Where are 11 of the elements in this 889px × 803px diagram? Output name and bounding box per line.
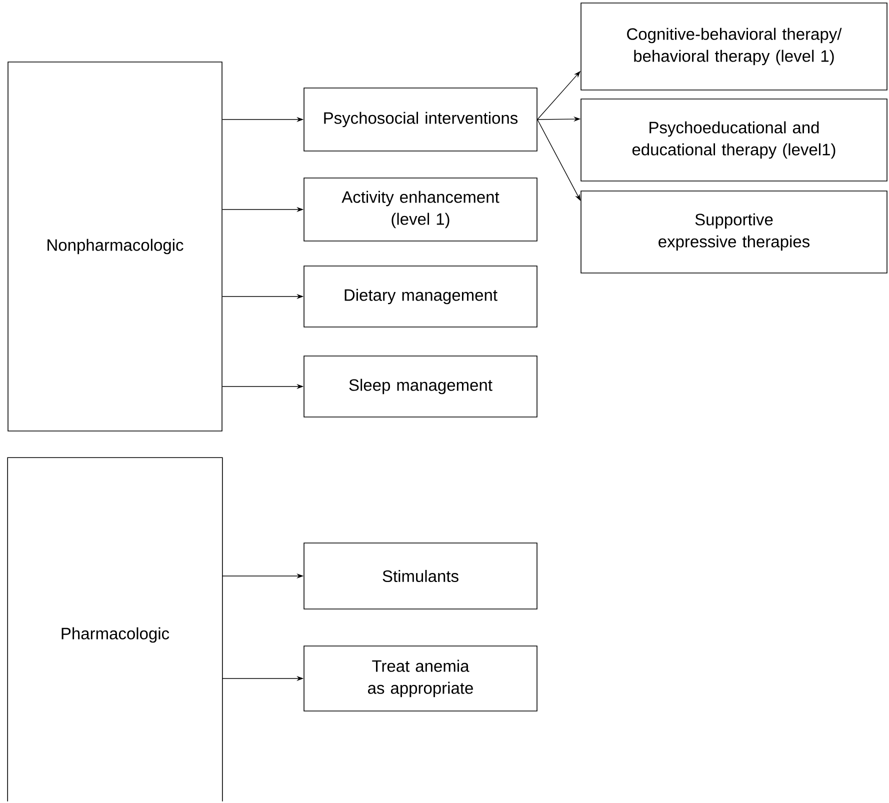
process-box: Supportive expressive therapies <box>580 190 888 274</box>
process-box: Treat anemia as appropriate <box>304 646 538 712</box>
category-box: Pharmacologic <box>7 457 223 802</box>
process-box: Dietary management <box>304 266 538 328</box>
category-box: Nonpharmacologic <box>8 62 222 432</box>
process-box: Sleep management <box>304 356 538 418</box>
process-box: Activity enhancement (level 1) <box>304 178 538 242</box>
process-box: Psychoeducational and educational therapy (level1) <box>580 98 888 182</box>
process-box: Psychosocial interventions <box>304 88 538 152</box>
process-box: Stimulants <box>304 542 538 610</box>
process-box: Cognitive-behavioral therapy/ behavioral therapy (level 1) <box>580 2 888 90</box>
